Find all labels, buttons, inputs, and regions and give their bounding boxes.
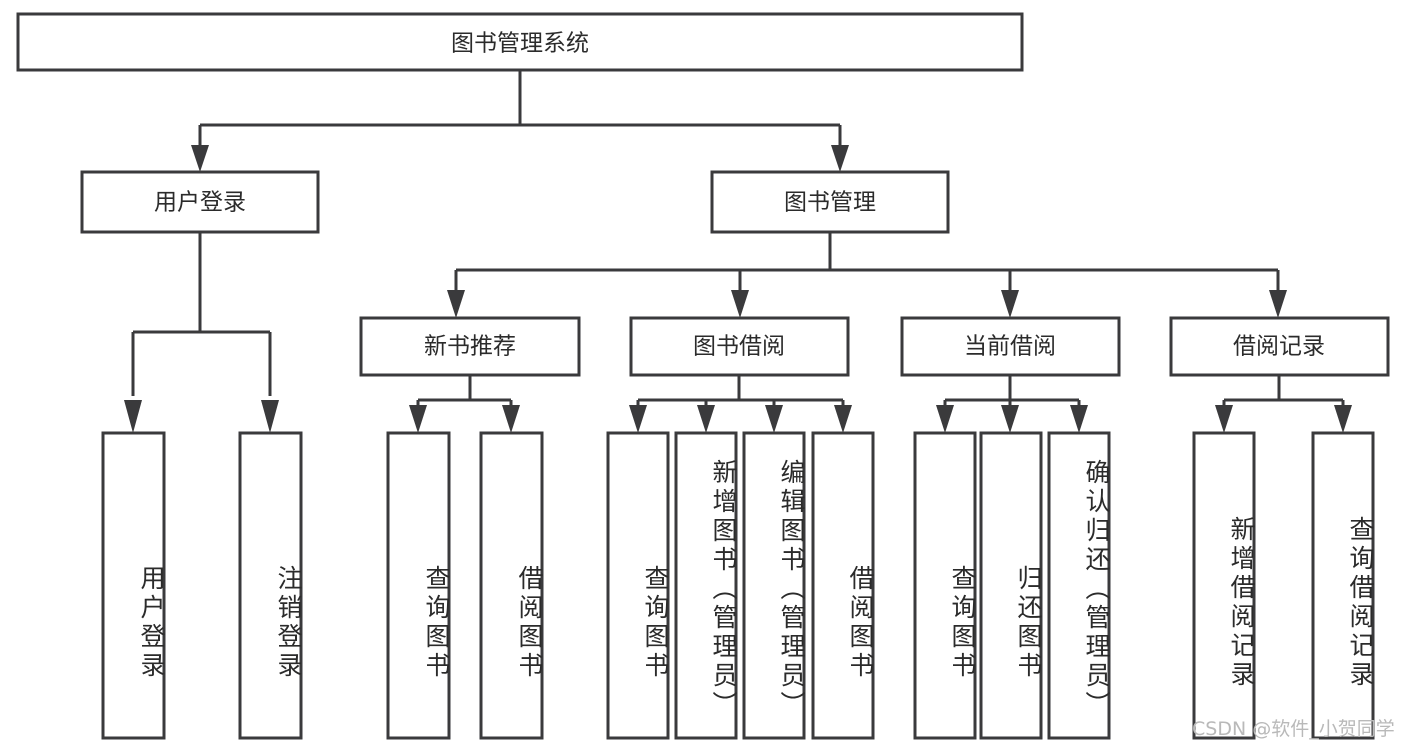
connector-userlogin-to-leaves	[124, 232, 279, 433]
leaf-box-add-book[interactable]	[674, 431, 738, 740]
connector-root-to-level2	[191, 70, 849, 172]
node-current-borrow-label: 当前借阅	[964, 334, 1056, 360]
leaf-box-add-record[interactable]	[1192, 431, 1256, 740]
node-book-management-label: 图书管理	[784, 190, 876, 216]
arrow-to-user-login	[191, 145, 209, 172]
node-book-management[interactable]: 图书管理	[710, 170, 950, 234]
leaf-box-logout-login[interactable]	[238, 431, 303, 740]
leaf-box-query-book-3[interactable]	[913, 431, 977, 740]
leaf-box-query-book-1[interactable]	[386, 431, 451, 740]
connector-bookmgmt-to-level3	[447, 232, 1287, 318]
node-borrow-record[interactable]: 借阅记录	[1169, 316, 1390, 377]
leaf-box-confirm-return[interactable]	[1047, 431, 1111, 740]
node-new-book-recommend-label: 新书推荐	[424, 334, 516, 360]
node-root-label: 图书管理系统	[451, 31, 589, 57]
connector-newbook-to-leaves	[409, 375, 520, 433]
connector-bookborrow-to-leaves	[629, 375, 852, 433]
connector-currentborrow-to-leaves	[936, 375, 1088, 433]
connector-borrowrecord-to-leaves	[1215, 375, 1352, 433]
node-user-login[interactable]: 用户登录	[80, 170, 320, 234]
node-new-book-recommend[interactable]: 新书推荐	[359, 316, 581, 377]
leaf-box-edit-book[interactable]	[742, 431, 806, 740]
leaf-box-query-record[interactable]	[1311, 431, 1375, 740]
node-book-borrow[interactable]: 图书借阅	[629, 316, 850, 377]
node-user-login-label: 用户登录	[154, 190, 246, 216]
csdn-watermark: CSDN @软件_小贺同学	[1192, 718, 1395, 740]
leaf-box-user-login[interactable]	[101, 431, 166, 740]
node-book-borrow-label: 图书借阅	[693, 334, 785, 360]
leaf-box-query-book-2[interactable]	[606, 431, 670, 740]
node-borrow-record-label: 借阅记录	[1233, 334, 1325, 360]
leaf-box-borrow-book-2[interactable]	[811, 431, 875, 740]
node-root[interactable]: 图书管理系统	[16, 12, 1024, 72]
leaf-box-return-book[interactable]	[979, 431, 1043, 740]
arrow-to-book-management	[831, 145, 849, 172]
leaf-box-borrow-book-1[interactable]	[479, 431, 544, 740]
node-current-borrow[interactable]: 当前借阅	[900, 316, 1121, 377]
